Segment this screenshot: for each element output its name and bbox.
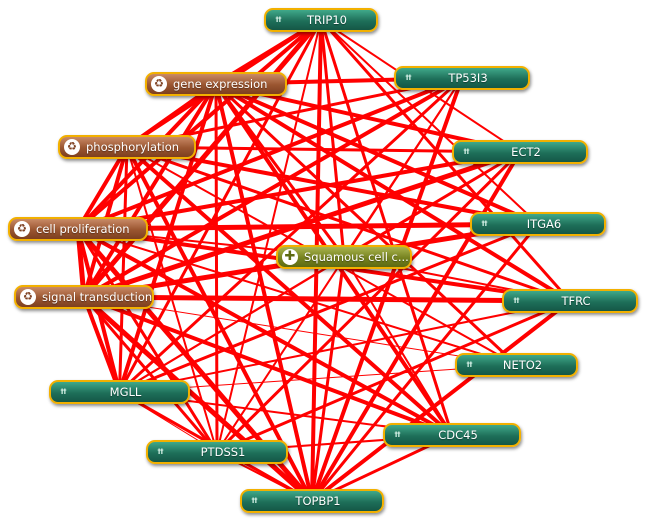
node-cdc45[interactable]: ꝉꝉ CDC45 xyxy=(383,423,521,447)
node-label: signal transduction xyxy=(42,290,153,304)
node-squamous-cell-carcinoma[interactable]: ✚ Squamous cell c... xyxy=(276,245,412,269)
edge-itga6-gene_expression xyxy=(214,82,540,226)
node-trip10[interactable]: ꝉꝉ TRIP10 xyxy=(264,8,378,32)
node-label: cell proliferation xyxy=(36,222,130,236)
edge-itga6-phosphorylation xyxy=(125,145,540,226)
node-label: phosphorylation xyxy=(86,140,180,154)
edge-ptdss1-phosphorylation xyxy=(126,146,218,453)
edge-tfrc-phosphorylation xyxy=(125,145,572,303)
edge-tfrc-ptdss1 xyxy=(215,299,572,454)
node-label: MGLL xyxy=(109,385,142,399)
edge-trip10-tfrc xyxy=(319,18,572,303)
edge-squamous-gene_expression xyxy=(214,82,346,259)
edge-tp53i3-signal_transduction xyxy=(82,76,464,299)
recycle-icon: ♻ xyxy=(20,289,36,305)
edge-gene_expression-signal_transduction xyxy=(82,82,218,299)
edge-tfrc-signal_transduction xyxy=(81,294,573,304)
gene-icon: ꝉꝉ xyxy=(466,361,472,369)
recycle-icon: ♻ xyxy=(64,139,80,155)
node-label: gene expression xyxy=(173,77,268,91)
node-label: TP53I3 xyxy=(448,71,488,85)
edge-ect2-cell_proliferation xyxy=(76,150,522,231)
node-gene-expression[interactable]: ♻ gene expression xyxy=(145,72,287,96)
edge-squamous-mgll xyxy=(118,256,345,393)
edge-cdc45-signal_transduction xyxy=(82,295,454,437)
plus-icon: ✚ xyxy=(282,249,298,265)
gene-icon: ꝉꝉ xyxy=(513,297,519,305)
edge-itga6-mgll xyxy=(118,222,540,394)
node-tfrc[interactable]: ꝉꝉ TFRC xyxy=(502,289,638,313)
gene-icon: ꝉꝉ xyxy=(394,431,400,439)
node-neto2[interactable]: ꝉꝉ NETO2 xyxy=(455,353,578,377)
edge-phosphorylation-cell_proliferation xyxy=(76,145,129,231)
edge-itga6-cell_proliferation xyxy=(75,221,541,232)
node-label: TFRC xyxy=(561,294,591,308)
edge-topbp1-gene_expression xyxy=(214,82,314,503)
gene-icon: ꝉꝉ xyxy=(157,448,163,456)
edge-tfrc-gene_expression xyxy=(214,82,572,303)
gene-icon: ꝉꝉ xyxy=(463,148,469,156)
node-phosphorylation[interactable]: ♻ phosphorylation xyxy=(58,135,196,159)
edge-ect2-ptdss1 xyxy=(215,150,522,454)
node-label: ITGA6 xyxy=(526,217,562,231)
recycle-icon: ♻ xyxy=(151,76,167,92)
edge-mgll-cell_proliferation xyxy=(76,227,122,394)
gene-icon: ꝉꝉ xyxy=(60,388,66,396)
edge-mgll-signal_transduction xyxy=(82,295,122,394)
node-tp53i3[interactable]: ꝉꝉ TP53I3 xyxy=(394,66,530,90)
gene-icon: ꝉꝉ xyxy=(481,220,487,228)
edge-cdc45-trip10 xyxy=(320,19,453,436)
node-mgll[interactable]: ꝉꝉ MGLL xyxy=(49,380,190,404)
edge-squamous-cdc45 xyxy=(343,256,453,436)
node-label: ECT2 xyxy=(511,145,541,159)
node-label: PTDSS1 xyxy=(200,445,246,459)
edge-topbp1-squamous xyxy=(310,255,346,503)
edge-cdc45-cell_proliferation xyxy=(76,227,454,437)
node-signal-transduction[interactable]: ♻ signal transduction xyxy=(14,285,154,309)
node-ect2[interactable]: ꝉꝉ ECT2 xyxy=(452,140,588,164)
gene-icon: ꝉꝉ xyxy=(405,74,411,82)
node-label: CDC45 xyxy=(438,428,478,442)
edge-tp53i3-topbp1 xyxy=(310,76,464,503)
edge-squamous-ect2 xyxy=(342,150,522,259)
node-label: NETO2 xyxy=(502,358,543,372)
node-cell-proliferation[interactable]: ♻ cell proliferation xyxy=(8,217,148,241)
node-topbp1[interactable]: ꝉꝉ TOPBP1 xyxy=(240,489,384,513)
node-ptdss1[interactable]: ꝉꝉ PTDSS1 xyxy=(146,440,288,464)
edge-neto2-signal_transduction xyxy=(83,296,517,366)
node-label: TRIP10 xyxy=(307,13,347,27)
recycle-icon: ♻ xyxy=(14,221,30,237)
edge-tfrc-mgll xyxy=(118,300,571,393)
edge-mgll-phosphorylation xyxy=(118,145,129,394)
edge-trip10-itga6 xyxy=(320,19,539,225)
edge-tp53i3-mgll xyxy=(118,76,464,394)
gene-icon: ꝉꝉ xyxy=(275,16,281,24)
gene-icon: ꝉꝉ xyxy=(251,497,257,505)
edge-ptdss1-gene_expression xyxy=(214,82,219,454)
edge-trip10-squamous xyxy=(319,18,346,259)
edge-trip10-cell_proliferation xyxy=(76,18,323,231)
node-label: TOPBP1 xyxy=(295,494,341,508)
node-itga6[interactable]: ꝉꝉ ITGA6 xyxy=(470,212,606,236)
node-label: Squamous cell c... xyxy=(304,250,409,264)
edge-neto2-gene_expression xyxy=(214,82,518,367)
